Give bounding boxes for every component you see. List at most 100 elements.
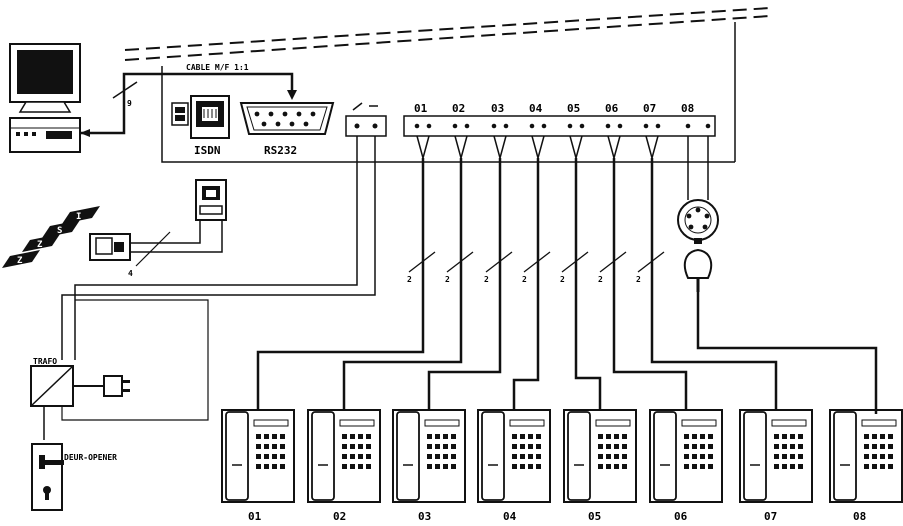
handset [833,411,857,501]
key [451,444,456,449]
phone [392,409,466,503]
pair-slash [523,251,551,273]
key [528,464,533,469]
key [888,444,893,449]
key [536,454,541,459]
port-label: 03 [491,102,504,115]
isdn-jack [190,95,230,139]
key [280,444,285,449]
extension-cable [512,158,540,414]
key [256,454,261,459]
pair-slash [561,251,589,273]
pair-count: 2 [636,275,641,284]
svg-text:Z: Z [17,256,23,266]
port-wire [569,135,583,161]
phone [649,409,723,503]
key [272,444,277,449]
pair-count: 2 [522,275,527,284]
key [350,444,355,449]
key [598,434,603,439]
computer [9,43,81,153]
pair-slash [408,251,436,273]
key [435,444,440,449]
phone-display [424,419,460,427]
key [342,444,347,449]
key [358,444,363,449]
key [700,454,705,459]
key [798,454,803,459]
key [264,434,269,439]
dashed-cable-top [124,7,771,162]
handset [567,411,591,501]
port-label: 05 [567,102,580,115]
key [342,434,347,439]
key [888,464,893,469]
port-wire [493,135,507,161]
phone [221,409,295,503]
din-socket [683,248,713,292]
pair-count: 2 [560,275,565,284]
key [692,454,697,459]
key [443,464,448,469]
port-pin [705,123,711,129]
phone-labels: 01 02 03 04 05 06 07 08 [248,510,866,523]
port-label: 01 [414,102,428,115]
key [774,444,779,449]
key [451,464,456,469]
key [692,464,697,469]
handset [743,411,767,501]
pair-slash [446,251,474,273]
phone-label: 08 [853,510,866,523]
key [520,454,525,459]
key [782,464,787,469]
key [684,454,689,459]
key [700,464,705,469]
phone-display [771,419,807,427]
key [280,454,285,459]
key [366,434,371,439]
phone-label: 07 [764,510,777,523]
port-pin [685,123,691,129]
key [451,454,456,459]
svg-text:S: S [57,226,62,236]
port-wire [454,135,468,161]
key [520,434,525,439]
key [684,464,689,469]
key [864,444,869,449]
key [872,464,877,469]
key [606,464,611,469]
key [598,444,603,449]
port-label: 08 [681,102,694,115]
key [888,434,893,439]
key [280,434,285,439]
key [872,454,877,459]
key [614,464,619,469]
door-opener-label: DEUR-OPENER [64,453,117,462]
port-wire [531,135,545,161]
key [272,454,277,459]
key [536,434,541,439]
isdn-label: ISDN [194,144,221,157]
pair-count: 2 [445,275,450,284]
phone-label: 02 [333,510,346,523]
key [684,434,689,439]
isdn-link-count: 4 [128,269,133,278]
key [256,444,261,449]
pair-count: 2 [484,275,489,284]
key [864,454,869,459]
key [512,434,517,439]
port-pin [655,123,661,129]
key [872,444,877,449]
key [358,464,363,469]
port-pin [491,123,497,129]
pair-slash [485,251,513,273]
key [366,464,371,469]
key [880,454,885,459]
keypad-tiles: I S Z Z [2,206,100,268]
phone-display [253,419,289,427]
key [443,454,448,459]
key [256,434,261,439]
rs232-connector [239,102,335,135]
phone-label: 04 [503,510,517,523]
